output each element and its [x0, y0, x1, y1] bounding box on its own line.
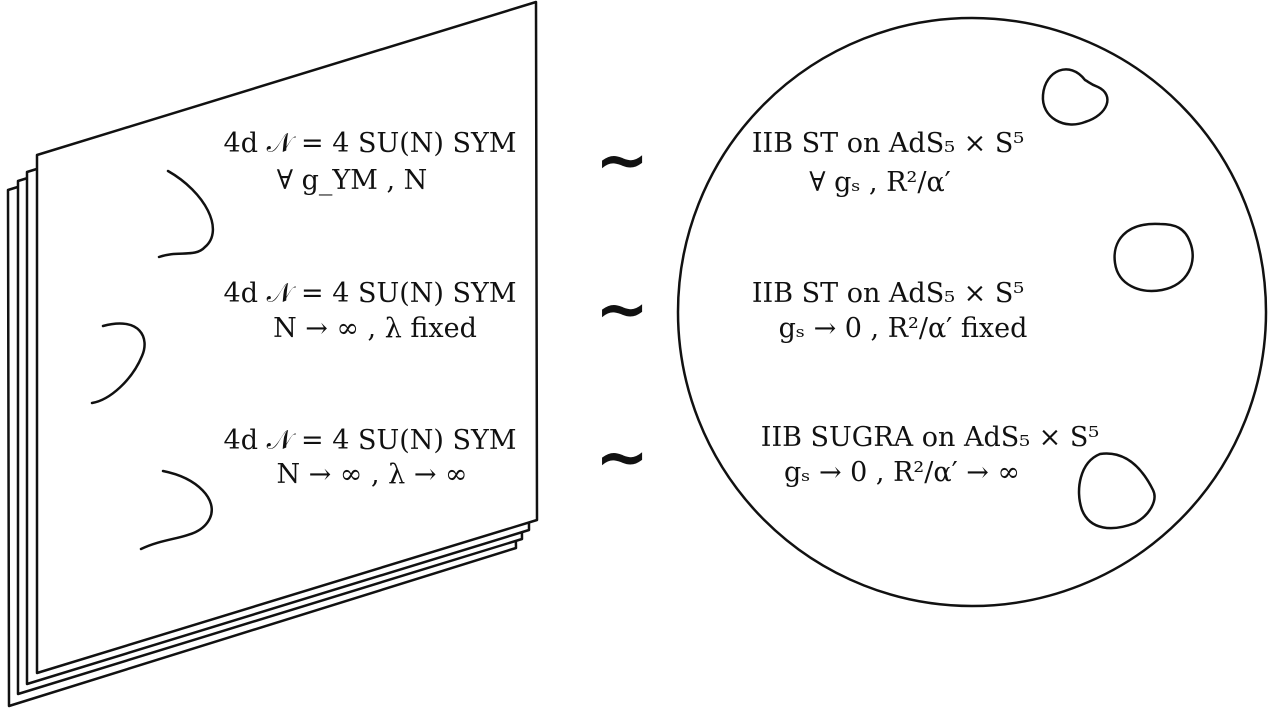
equivalence-symbol-3: ~ [595, 421, 649, 495]
gravity-row-2-line-2: gₛ → 0 , R²/α′ fixed [778, 313, 1028, 344]
gauge-row-3-line-1: 4d 𝒩 = 4 SU(N) SYM [223, 425, 517, 456]
equivalence-symbol-2: ~ [595, 273, 649, 347]
gauge-row-3-line-2: N → ∞ , λ → ∞ [276, 459, 468, 490]
gauge-row-2-line-2: N → ∞ , λ fixed [273, 313, 477, 344]
brane-sheet-1 [35, 0, 539, 675]
gravity-row-2-line-1: IIB ST on AdS₅ × S⁵ [751, 278, 1025, 309]
gauge-row-1-line-2: ∀ g_YM , N [276, 165, 428, 196]
open-string-3 [139, 469, 213, 551]
ads-sphere [676, 16, 1268, 608]
gauge-row-2-line-1: 4d 𝒩 = 4 SU(N) SYM [223, 278, 517, 309]
equivalence-symbol-1: ~ [595, 124, 649, 198]
closed-string-3 [1077, 452, 1156, 530]
gravity-row-3-line-1: IIB SUGRA on AdS₅ × S⁵ [760, 422, 1100, 453]
open-string-1 [157, 169, 215, 259]
gravity-row-3-line-2: gₛ → 0 , R²/α′ → ∞ [784, 457, 1020, 488]
open-string-2 [90, 322, 146, 405]
gravity-row-1-line-1: IIB ST on AdS₅ × S⁵ [751, 128, 1025, 159]
gauge-row-1-line-1: 4d 𝒩 = 4 SU(N) SYM [223, 128, 517, 159]
closed-string-1 [1041, 68, 1109, 126]
closed-string-2 [1113, 222, 1194, 293]
gravity-row-1-line-2: ∀ gₛ , R²/α′ [809, 167, 951, 198]
